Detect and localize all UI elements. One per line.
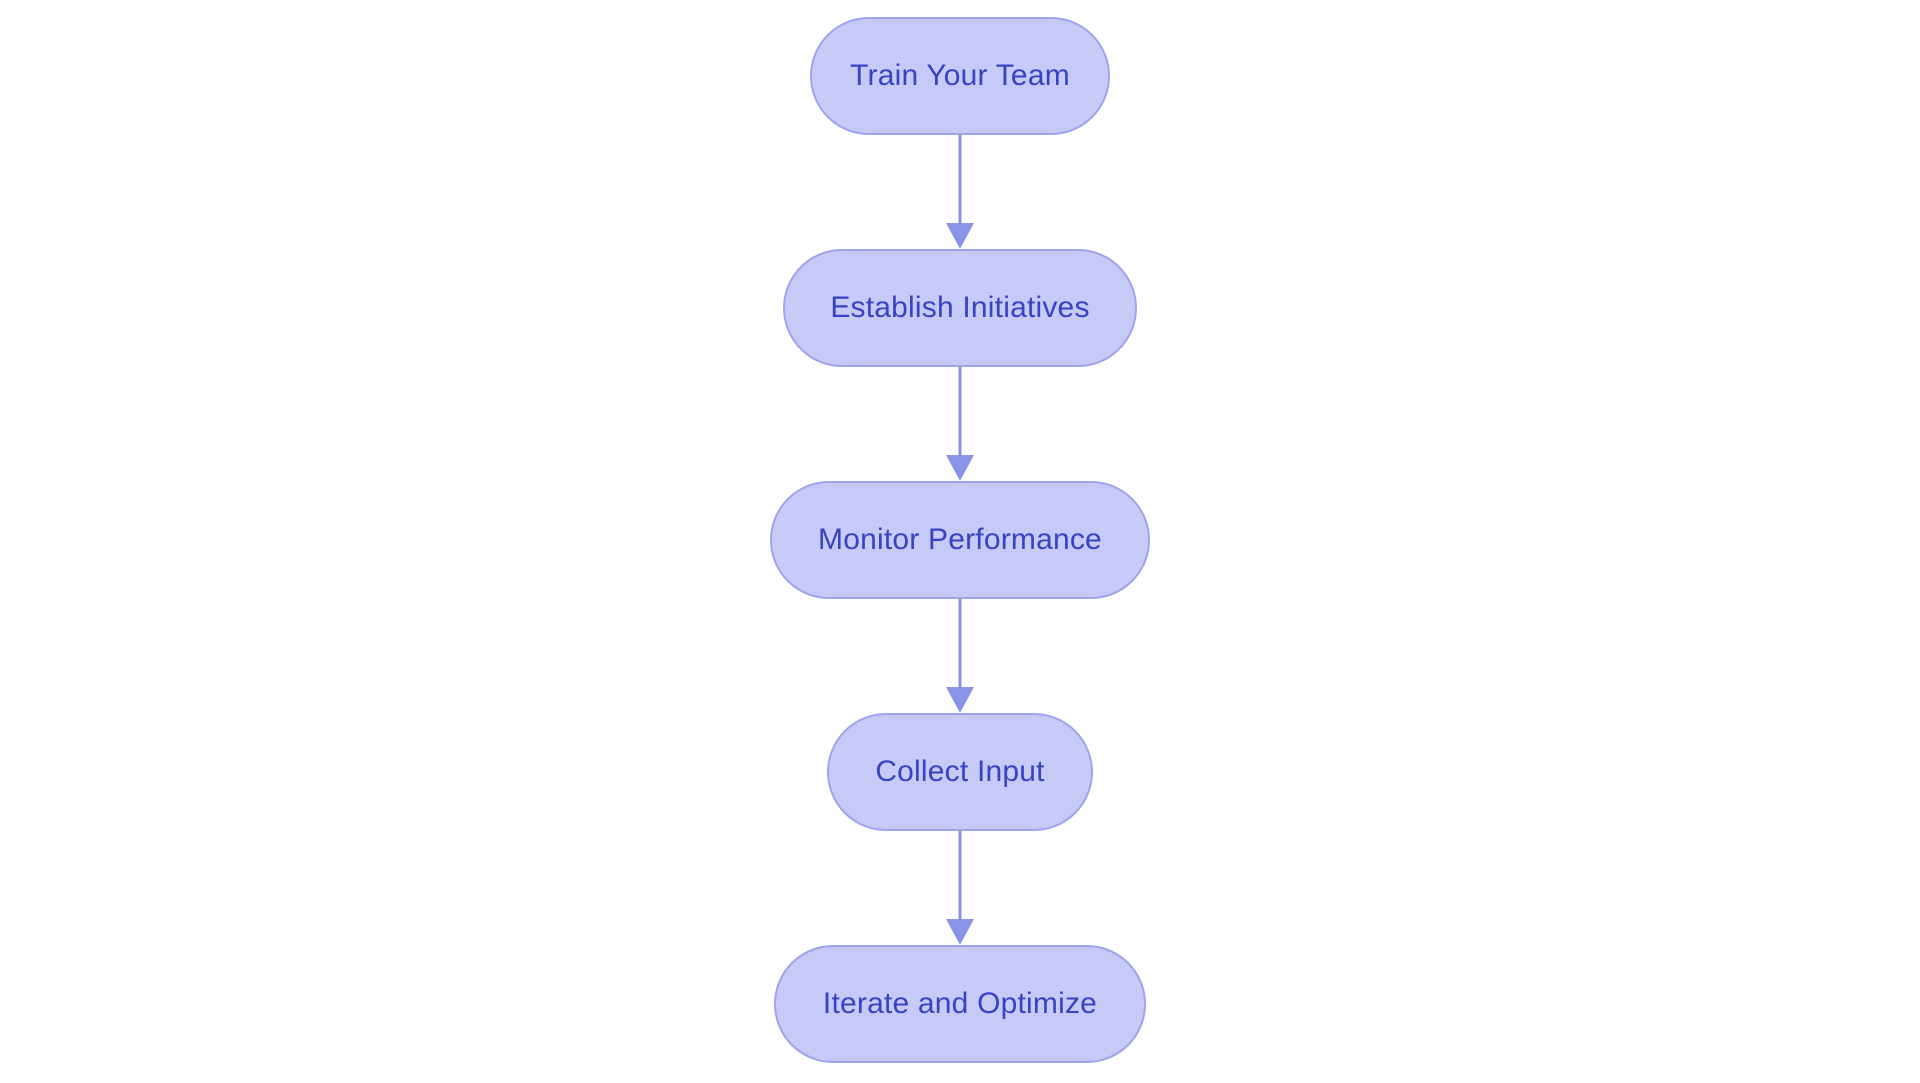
arrow-line xyxy=(958,831,962,921)
flow-connector xyxy=(945,831,975,945)
flow-node-label: Establish Initiatives xyxy=(830,291,1090,324)
arrow-down-icon xyxy=(946,687,974,713)
flow-connector xyxy=(945,367,975,481)
flow-node-label: Collect Input xyxy=(875,755,1045,788)
arrow-line xyxy=(958,135,962,225)
flow-node-iterate-and-optimize: Iterate and Optimize xyxy=(774,945,1146,1063)
flow-node-label: Monitor Performance xyxy=(818,523,1102,556)
arrow-down-icon xyxy=(946,223,974,249)
flow-node-label: Train Your Team xyxy=(850,59,1070,92)
flow-node-monitor-performance: Monitor Performance xyxy=(770,481,1150,599)
flow-connector xyxy=(945,135,975,249)
flow-connector xyxy=(945,599,975,713)
flow-node-label: Iterate and Optimize xyxy=(822,987,1098,1020)
flow-node-train-your-team: Train Your Team xyxy=(810,17,1110,135)
arrow-line xyxy=(958,599,962,689)
flow-node-establish-initiatives: Establish Initiatives xyxy=(783,249,1137,367)
arrow-line xyxy=(958,367,962,457)
arrow-down-icon xyxy=(946,919,974,945)
flow-node-collect-input: Collect Input xyxy=(827,713,1093,831)
arrow-down-icon xyxy=(946,455,974,481)
